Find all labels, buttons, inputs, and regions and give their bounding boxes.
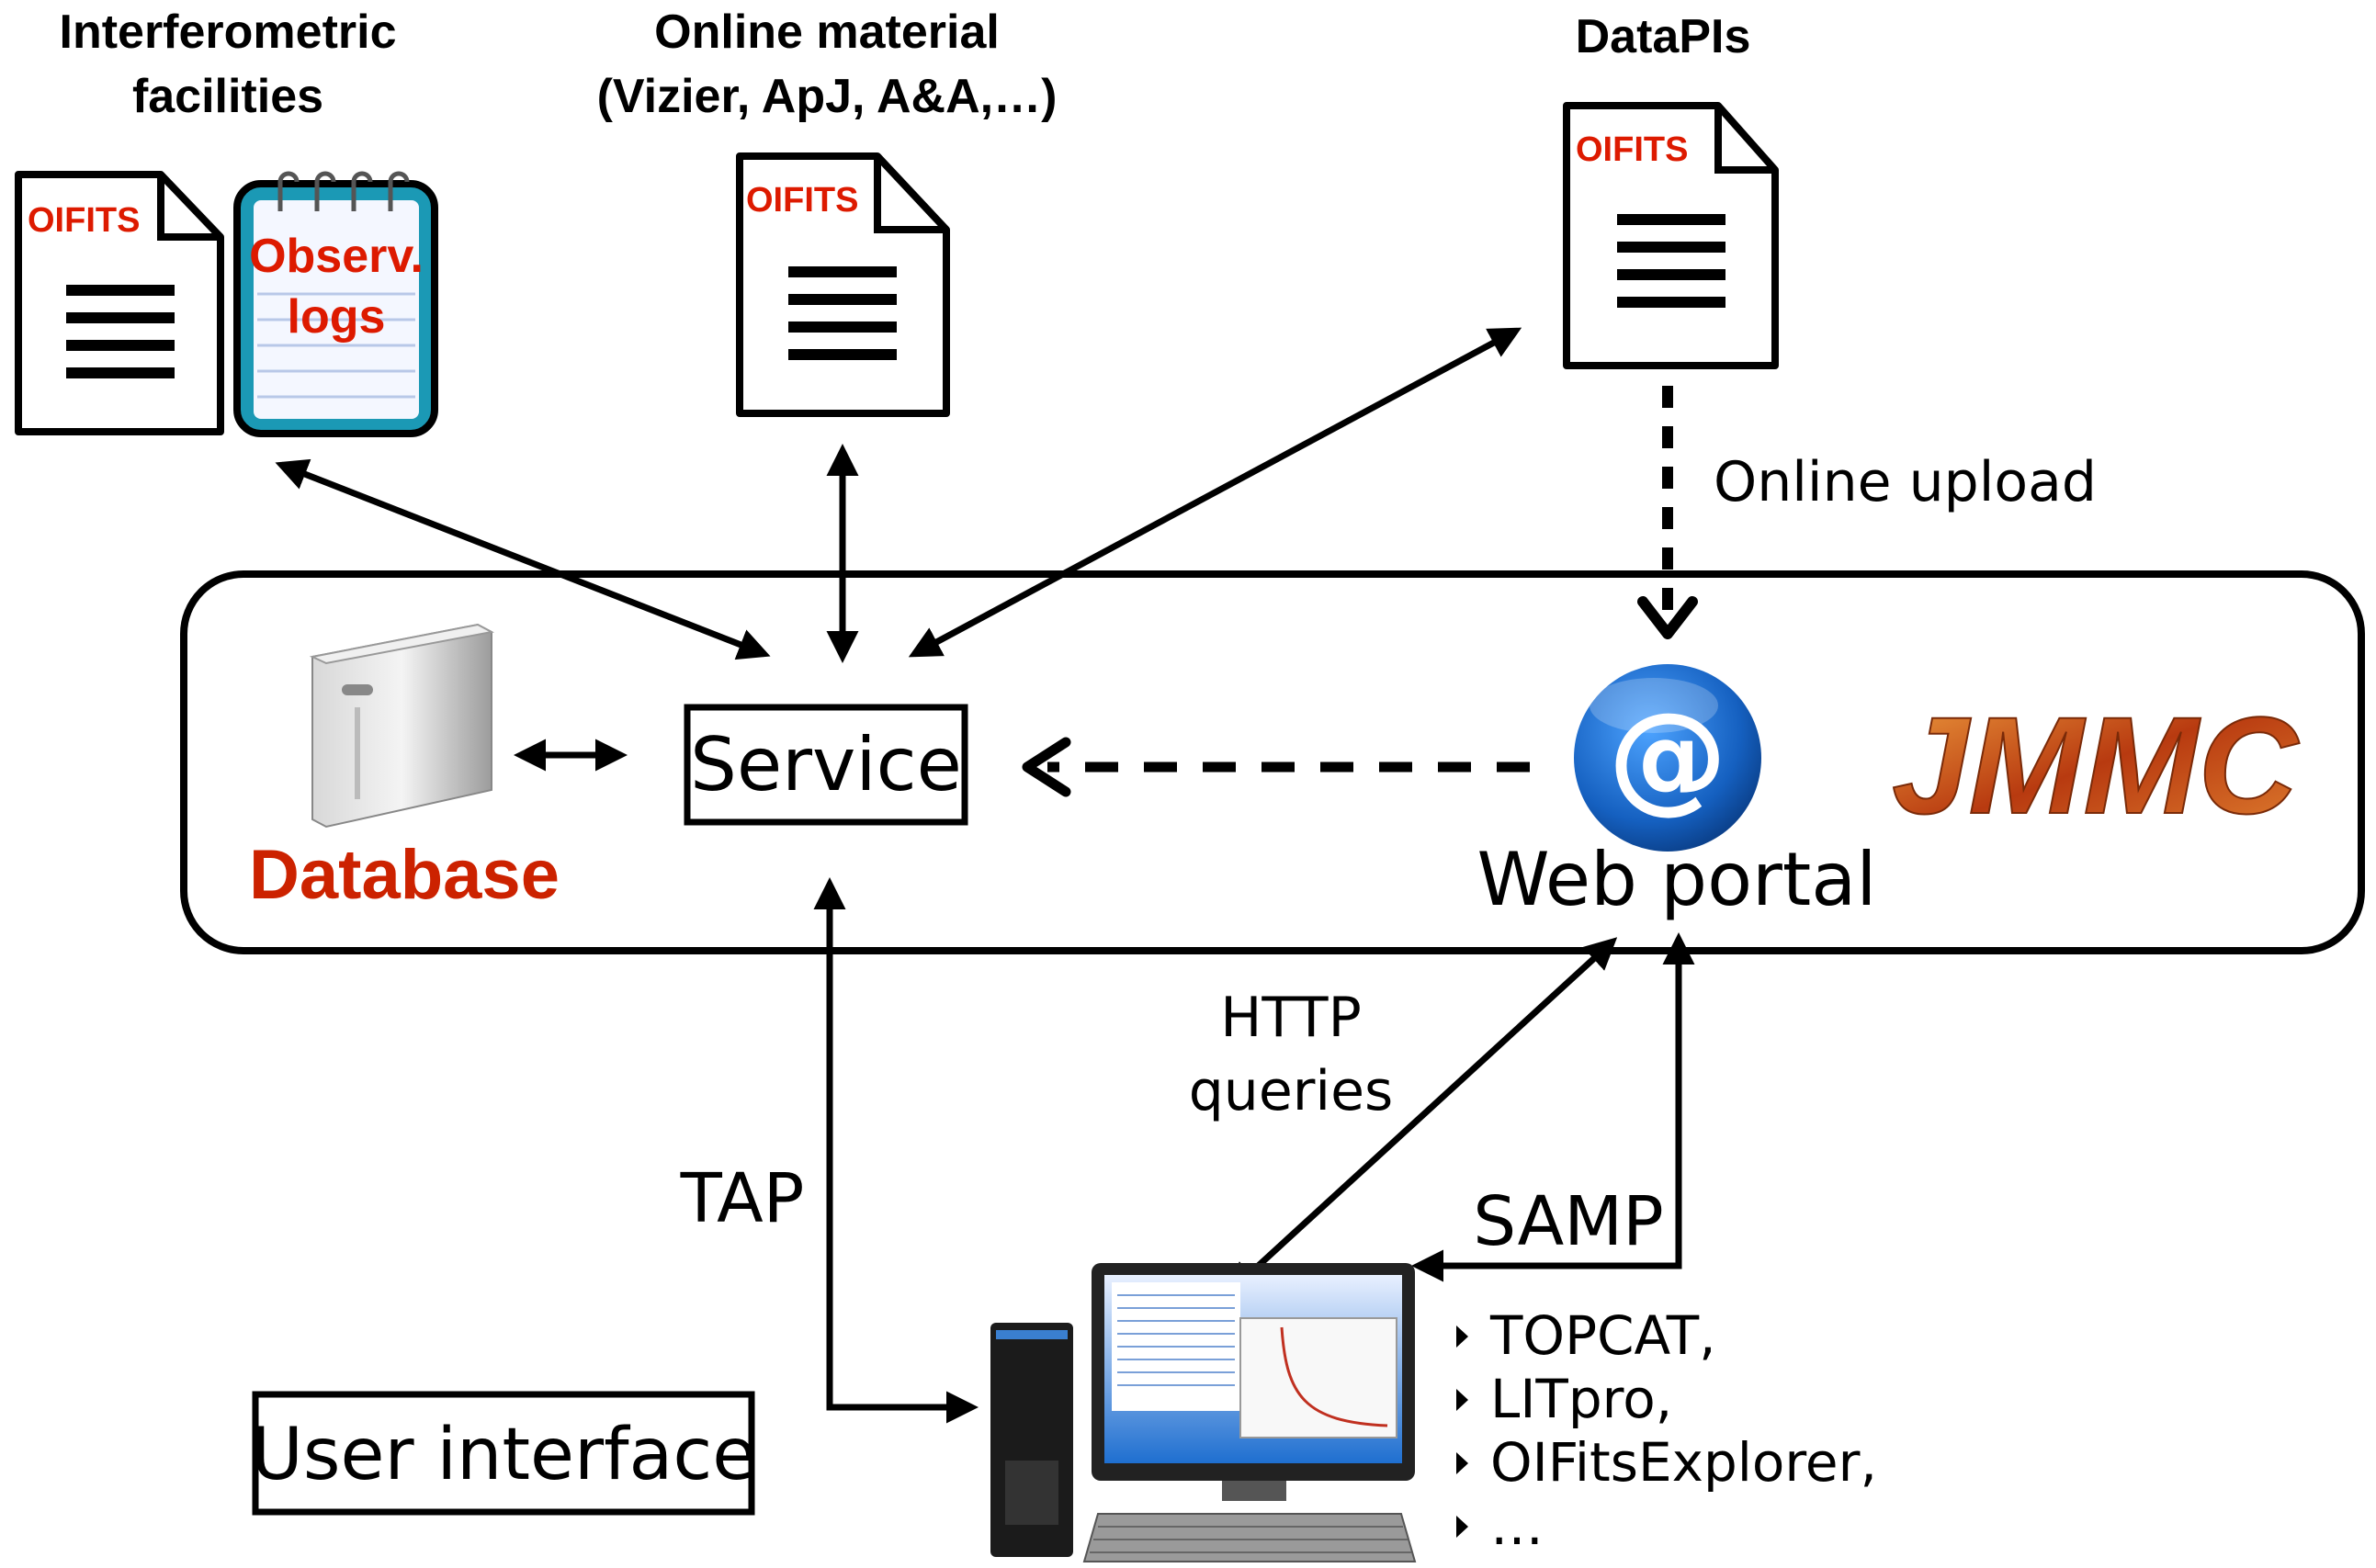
bullet-triangle-icon [1456, 1516, 1468, 1538]
user-interface-label: User interface [251, 1414, 756, 1496]
app-list-item: LITpro, [1490, 1368, 1672, 1430]
client-app-list: TOPCAT, LITpro, OIFitsExplorer, … [1456, 1304, 1877, 1557]
online-oifits-label: OIFITS [746, 181, 858, 220]
datapis-title: DataPIs [1576, 10, 1751, 63]
http-label-line1: HTTP [1220, 986, 1362, 1050]
datapis-oifits-label: OIFITS [1576, 130, 1688, 169]
bullet-triangle-icon [1456, 1452, 1468, 1474]
web-portal-label: Web portal [1477, 837, 1876, 922]
webportal-service-arrowhead [1022, 737, 1071, 797]
app-list-item: TOPCAT, [1489, 1304, 1716, 1367]
bullet-triangle-icon [1456, 1325, 1468, 1348]
samp-arrow [1411, 932, 1695, 1282]
facilities-title-line2: facilities [132, 70, 323, 123]
facilities-oifits-label: OIFITS [28, 201, 140, 240]
online-material-title-line1: Online material [654, 6, 1000, 59]
svg-text:@: @ [1608, 686, 1727, 826]
database-server-icon [309, 623, 494, 829]
tap-label: TAP [680, 1159, 805, 1238]
user-interface-box [252, 1391, 755, 1516]
notebook-icon [233, 171, 438, 437]
app-list-item: … [1490, 1495, 1544, 1557]
service-label: Service [690, 722, 962, 807]
online-upload-label: Online upload [1714, 450, 2097, 514]
database-label: Database [249, 836, 560, 914]
online-material-title-line2: (Vizier, ApJ, A&A,…) [597, 70, 1058, 123]
web-portal-icon: @ [1574, 664, 1761, 852]
tap-arrow [813, 877, 979, 1424]
datapis-service-arrow [908, 327, 1522, 658]
observ-logs-line2: logs [288, 290, 386, 344]
observ-logs-line1: Observ. [249, 230, 424, 283]
oifits-document-icon [1563, 102, 1779, 369]
desktop-computer-icon [990, 1263, 1417, 1562]
jmmc-logo: JMMC [1892, 688, 2300, 842]
online-upload-arrowhead [1637, 596, 1698, 639]
oifits-document-icon [736, 152, 950, 417]
app-list-item: OIFitsExplorer, [1490, 1431, 1877, 1494]
service-box [684, 704, 968, 826]
facilities-title-line1: Interferometric [60, 6, 397, 59]
oifits-document-icon [15, 171, 224, 435]
bullet-triangle-icon [1456, 1389, 1468, 1411]
facilities-service-arrow [275, 458, 771, 660]
samp-label: SAMP [1473, 1182, 1663, 1261]
http-label-line2: queries [1189, 1059, 1394, 1123]
